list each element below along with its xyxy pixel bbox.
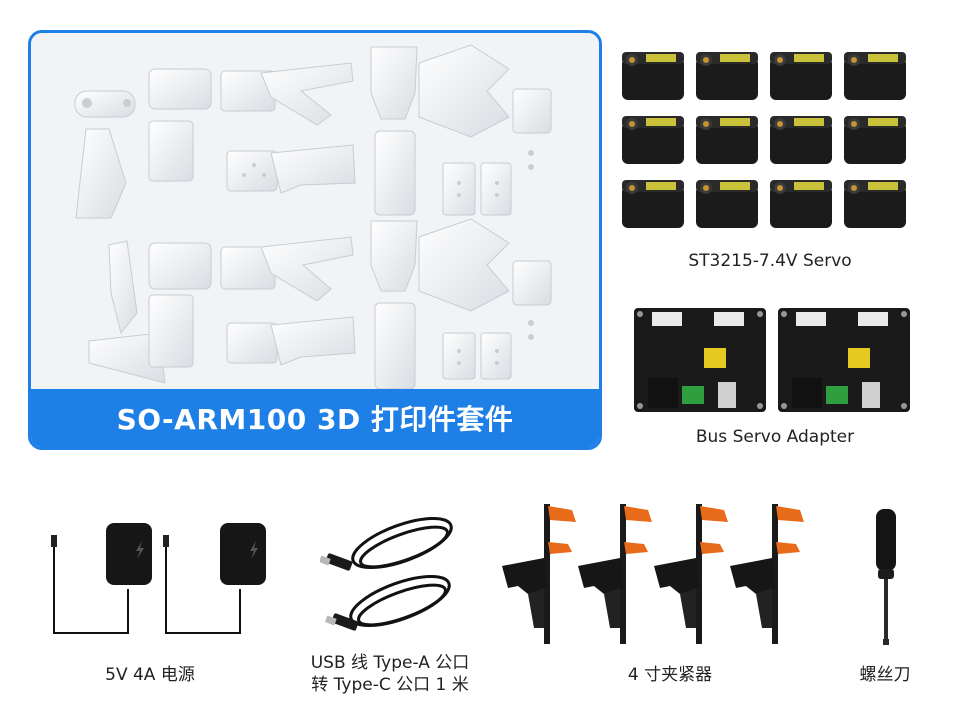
clamp-icon [498, 498, 582, 653]
screwdriver-caption: 螺丝刀 [859, 665, 911, 685]
kit-banner: SO-ARM100 3D 打印件套件 [31, 389, 599, 447]
adapter-board-icon [778, 308, 910, 412]
clamp-caption: 4 寸夹紧器 [627, 665, 713, 685]
servo-icon [768, 174, 834, 230]
adapter-caption: Bus Servo Adapter [695, 427, 855, 447]
kit-banner-title: SO-ARM100 3D 打印件套件 [116, 403, 514, 436]
servo-icon [694, 110, 760, 166]
power-adapter-caption: 5V 4A 电源 [105, 665, 195, 685]
servo-icon [620, 110, 686, 166]
servo-icon [842, 110, 908, 166]
usb-cable-caption-line2: 转 Type-C 公口 1 米 [311, 675, 469, 695]
printed-parts-panel: SO-ARM100 3D 打印件套件 [28, 30, 602, 450]
servo-icon [694, 46, 760, 102]
printed-parts-illustration [31, 33, 599, 389]
clamp-icon [574, 498, 658, 653]
adapter-board-icon [634, 308, 766, 412]
clamp-icon [726, 498, 810, 653]
usb-cable-icon [320, 516, 453, 631]
servo-icon [842, 46, 908, 102]
servo-icon [694, 174, 760, 230]
servo-grid [620, 46, 920, 246]
clamp-icon [650, 498, 734, 653]
power-adapter-icon [51, 523, 266, 634]
servo-icon [620, 46, 686, 102]
clamp-row [498, 498, 828, 648]
servo-icon [768, 110, 834, 166]
screwdriver-icon [876, 509, 896, 645]
adapter-row [634, 308, 924, 418]
servo-icon [842, 174, 908, 230]
servo-caption: ST3215-7.4V Servo [688, 251, 852, 271]
usb-cable-caption-line1: USB 线 Type-A 公口 [310, 653, 470, 673]
servo-icon [768, 46, 834, 102]
servo-icon [620, 174, 686, 230]
